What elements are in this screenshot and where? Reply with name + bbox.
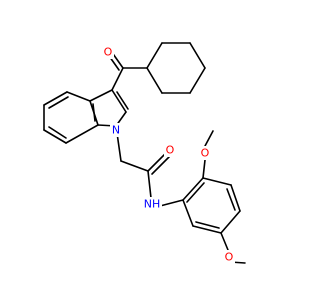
dimethoxyphenyl-ring — [182, 177, 241, 234]
atom-labels: O N O NH O O — [102, 45, 235, 264]
acetamide-linker — [115, 125, 184, 207]
cyclohexyl-ring — [146, 42, 206, 94]
methoxy-oxygen-ortho-label: O — [201, 147, 210, 160]
molecule-structure-diagram: O N O NH O O — [43, 42, 246, 264]
indole-nitrogen-label: N — [112, 124, 120, 137]
amide-oxygen-label: O — [166, 144, 175, 157]
amide-nh-label: NH — [144, 198, 161, 211]
indole-benzene-ring — [43, 91, 99, 144]
carbonyl-oxygen-label: O — [104, 46, 113, 59]
methoxy-oxygen-meta-label: O — [225, 251, 234, 264]
